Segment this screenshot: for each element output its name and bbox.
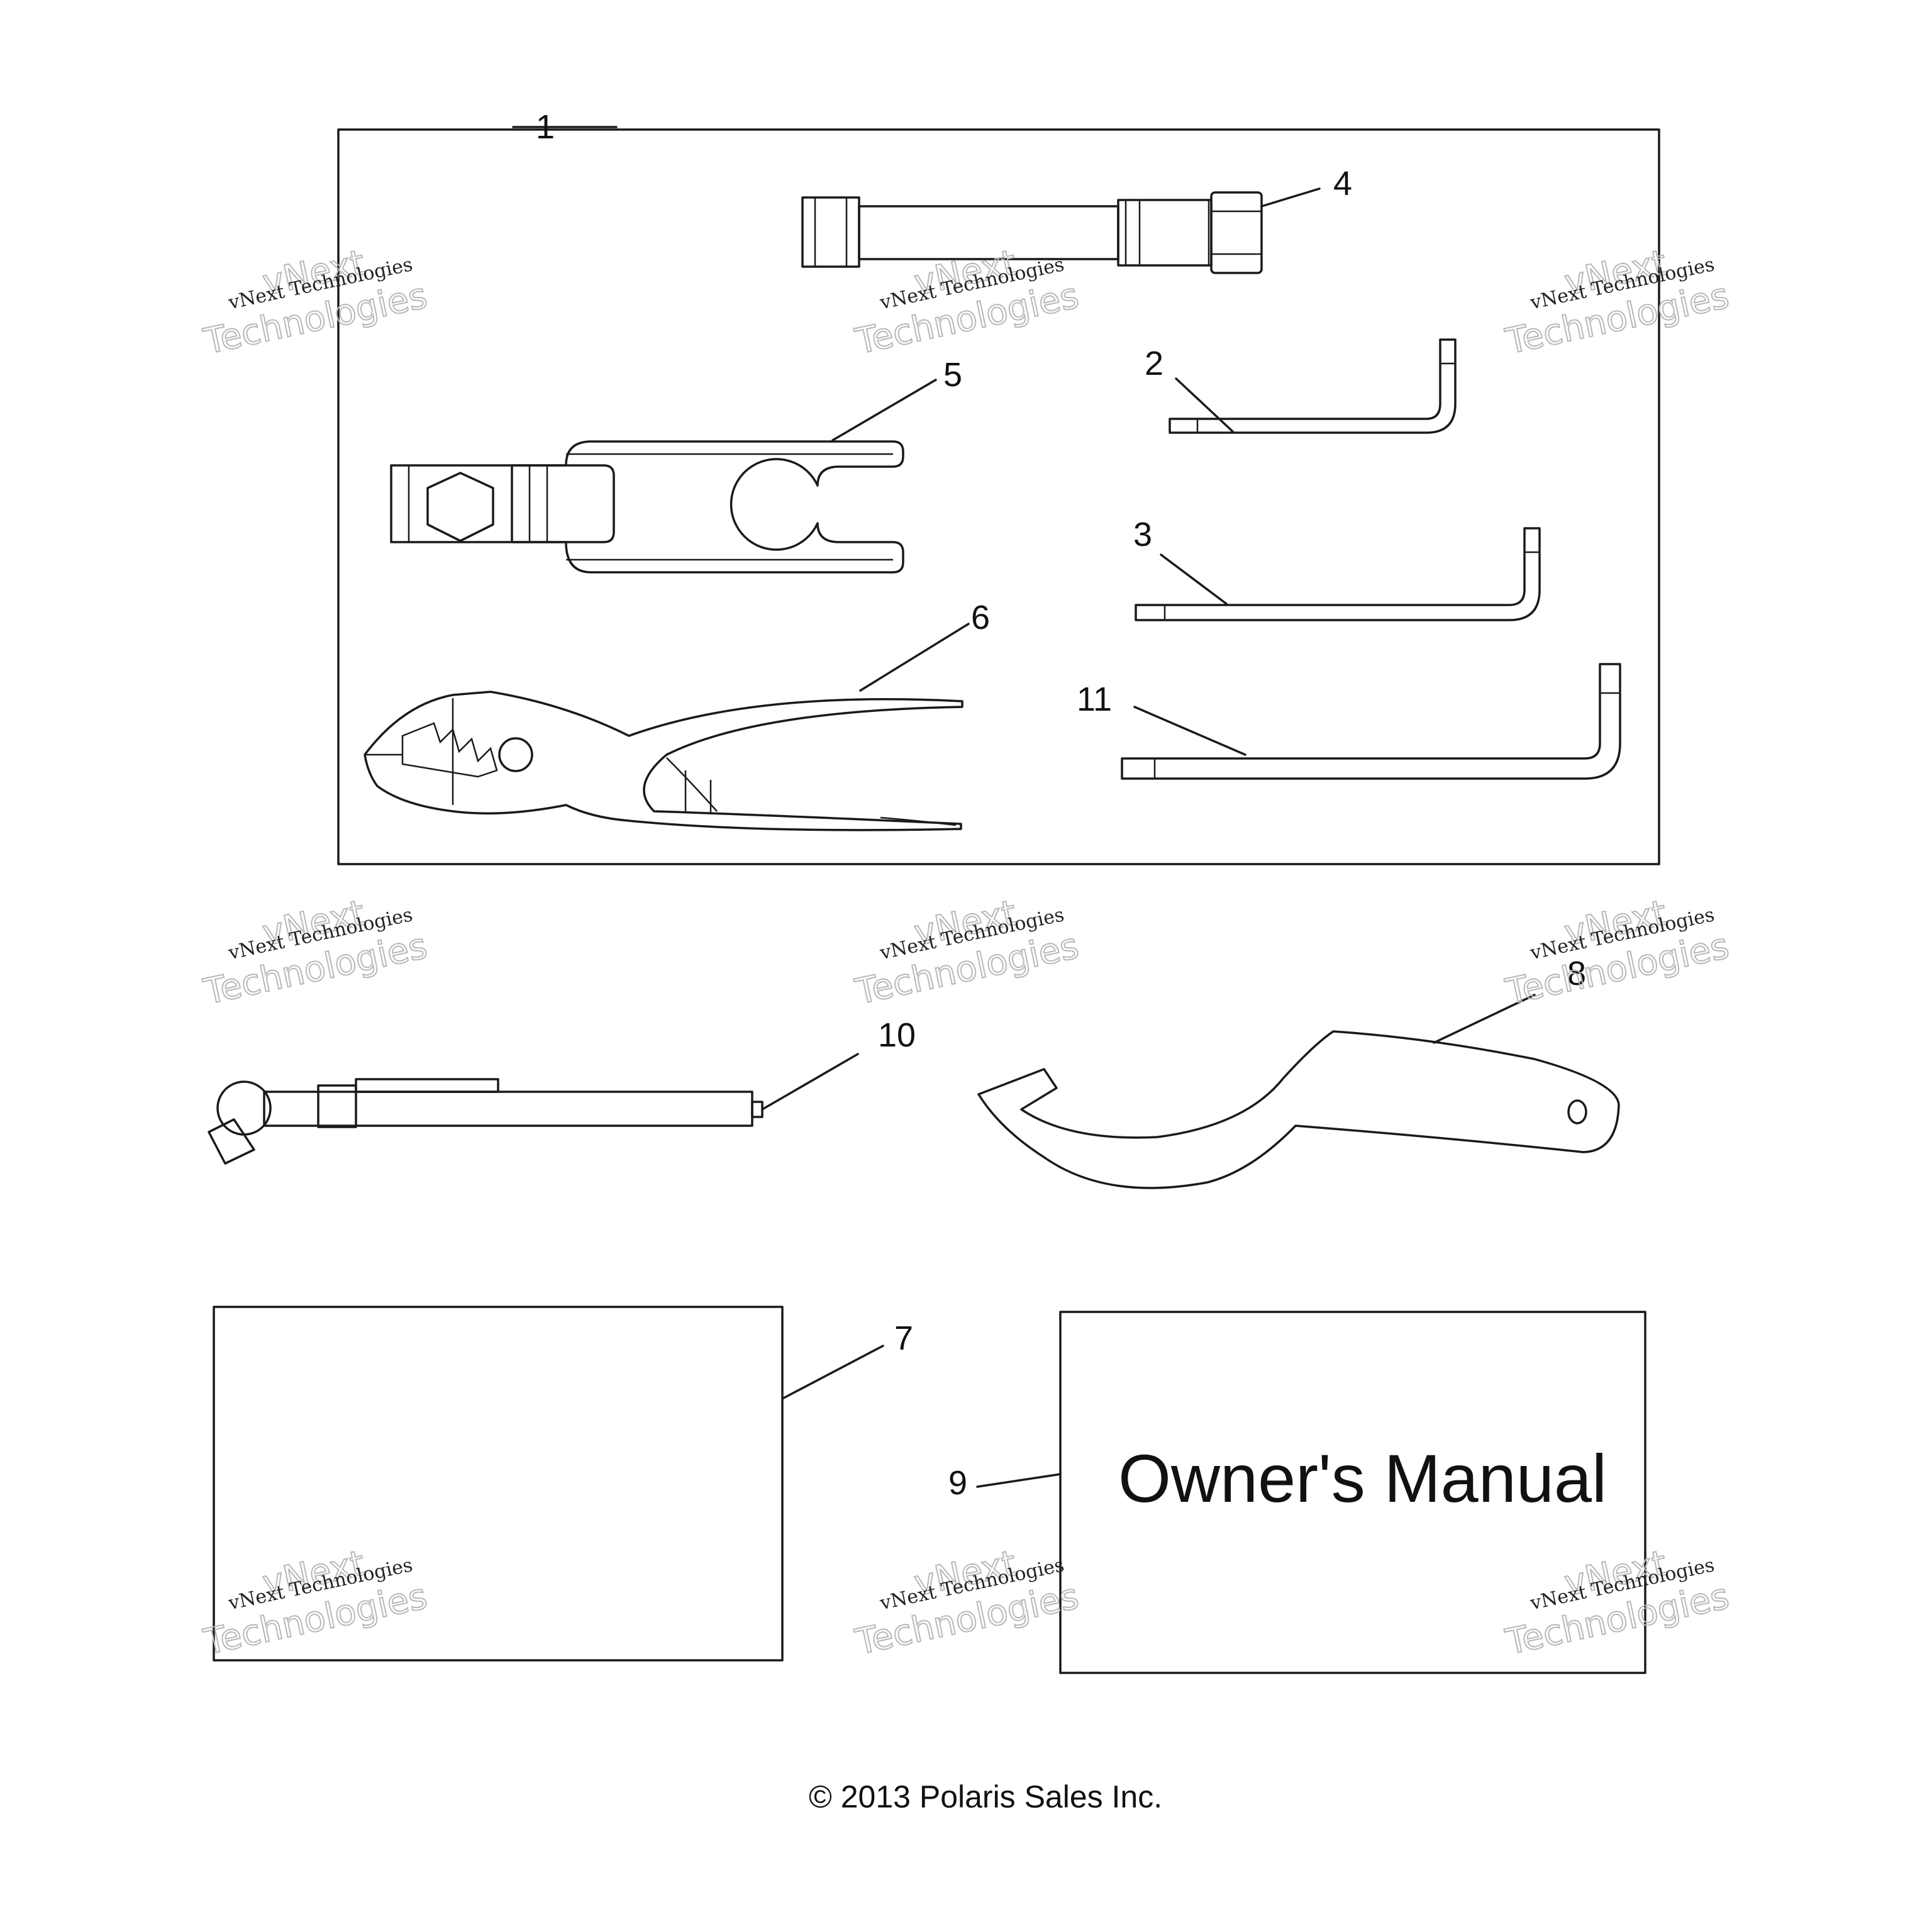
hex-key-11-drawing <box>1121 663 1621 780</box>
callout-6: 6 <box>971 599 990 636</box>
callout-9: 9 <box>948 1464 967 1502</box>
hex-key-2-drawing <box>1169 338 1457 434</box>
owners-manual-drawing <box>1059 1311 1646 1674</box>
booklet-7-drawing <box>213 1306 784 1662</box>
callout-5: 5 <box>943 356 962 394</box>
tool-kit-frame <box>337 128 1660 865</box>
callout-numbers: 1 2 3 4 5 6 7 8 9 10 11 <box>536 108 1586 1502</box>
leader-lines <box>512 126 1536 1488</box>
callout-8: 8 <box>1567 955 1586 992</box>
spark-plug-socket-drawing <box>801 191 1263 274</box>
pliers-drawing <box>364 691 963 831</box>
callout-1: 1 <box>536 108 555 146</box>
callout-7: 7 <box>894 1319 913 1357</box>
owners-manual-title: Owner's Manual <box>1118 1440 1607 1516</box>
callout-3: 3 <box>1133 516 1152 553</box>
tire-gauge-drawing <box>208 1078 763 1165</box>
wrench-5-drawing <box>390 440 904 574</box>
callout-10: 10 <box>878 1016 916 1054</box>
callout-11: 11 <box>1077 680 1112 718</box>
hex-key-3-drawing <box>1135 527 1541 621</box>
copyright-notice: © 2013 Polaris Sales Inc. <box>809 1779 1162 1814</box>
spanner-wrench-drawing <box>977 1030 1620 1189</box>
callout-4: 4 <box>1333 165 1352 203</box>
callout-2: 2 <box>1145 345 1163 382</box>
